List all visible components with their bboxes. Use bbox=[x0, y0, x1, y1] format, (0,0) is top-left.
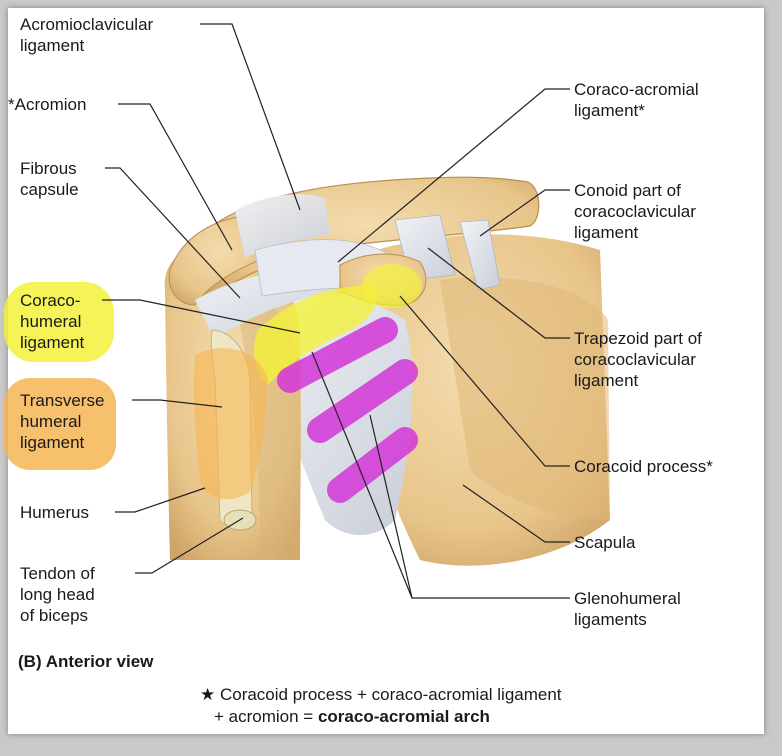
leader-lines bbox=[102, 23, 570, 599]
arch-note: ★ Coracoid process + coraco-acromial lig… bbox=[200, 684, 562, 728]
glenohumeral-highlight-3 bbox=[327, 427, 418, 503]
coracohumeral-highlight bbox=[254, 285, 377, 385]
arch-note-line2: + acromion = coraco-acromial arch bbox=[214, 707, 490, 726]
label-acromion: *Acromion bbox=[8, 95, 87, 114]
figure-caption: (B) Anterior view bbox=[18, 652, 154, 671]
acromioclavicular-lig bbox=[235, 194, 330, 258]
coracoid-highlight bbox=[362, 264, 422, 308]
label-scapula: Scapula bbox=[574, 533, 636, 552]
transverse-humeral-highlight bbox=[193, 348, 268, 500]
glenohumeral-highlight-1 bbox=[277, 317, 398, 393]
label-coracoid-process: Coracoid process* bbox=[574, 457, 713, 476]
coracohumeral-label-highlight bbox=[4, 282, 114, 362]
conoid-lig-shape bbox=[459, 219, 501, 291]
glenohumeral-highlight-2 bbox=[307, 359, 418, 443]
label-humerus: Humerus bbox=[20, 503, 89, 522]
transverse-label-highlight bbox=[4, 378, 116, 470]
arch-note-line1: ★ Coracoid process + coraco-acromial lig… bbox=[200, 685, 562, 704]
